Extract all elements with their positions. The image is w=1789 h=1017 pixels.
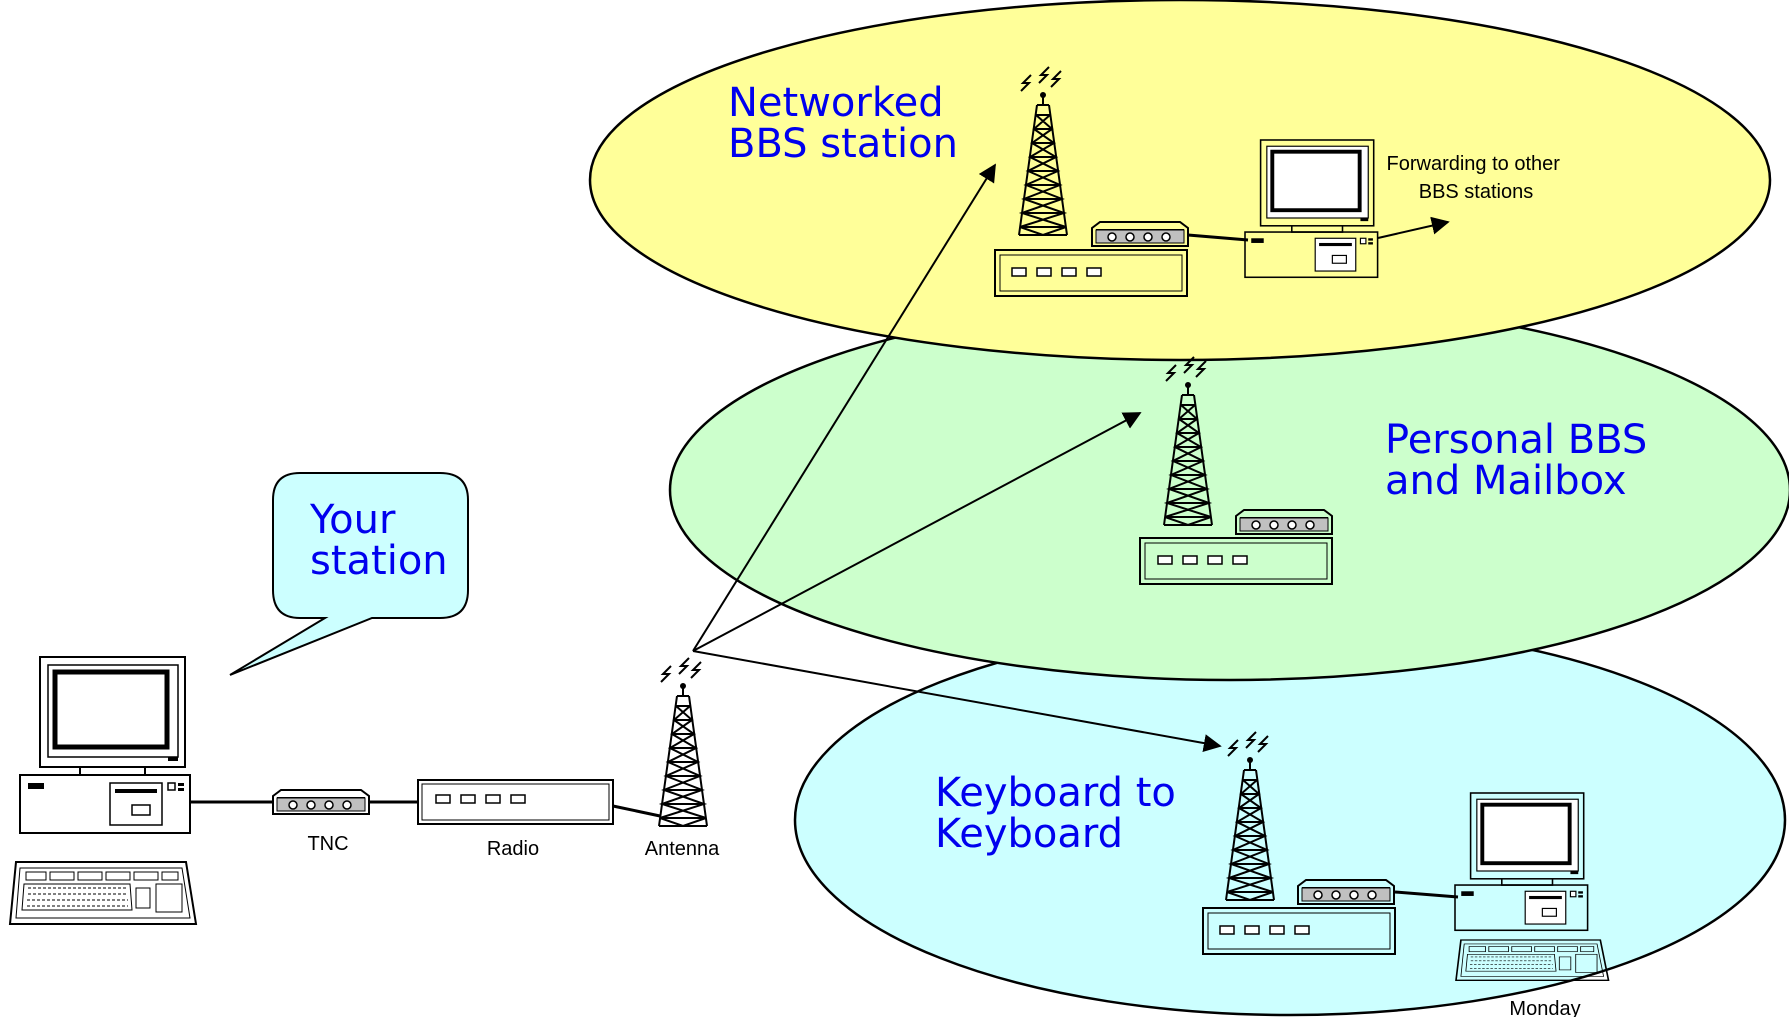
forwarding-line1: Forwarding to other — [1387, 153, 1561, 175]
networked-zone — [588, 0, 1772, 362]
your-antenna-icon — [658, 657, 708, 827]
your-station-title: Your station — [309, 497, 448, 584]
networked-title: Networked BBS station — [728, 80, 958, 167]
networked-title-line1: Networked — [728, 80, 944, 126]
your-radio-icon — [417, 779, 614, 825]
link-to-personal — [692, 412, 1142, 652]
your-tnc-icon — [272, 789, 370, 815]
your-station-callout — [229, 472, 469, 676]
personal-title-line2: and Mailbox — [1385, 458, 1627, 504]
forwarding-label: Forwarding to other BBS stations — [1387, 153, 1566, 203]
antenna-label: Antenna — [645, 838, 720, 860]
radio-label: Radio — [487, 838, 539, 860]
monday-label: Monday — [1509, 998, 1580, 1017]
forwarding-line2: BBS stations — [1419, 181, 1534, 203]
personal-title: Personal BBS and Mailbox — [1385, 417, 1660, 504]
networked-radio-icon — [994, 249, 1188, 297]
networked-title-line2: BBS station — [728, 121, 958, 167]
your-station-line2: station — [310, 538, 448, 584]
personal-title-line1: Personal BBS — [1385, 417, 1647, 463]
keyboard-title: Keyboard to Keyboard — [935, 770, 1189, 857]
keyboard-radio-icon — [1202, 907, 1396, 955]
keyboard-title-line2: Keyboard — [935, 811, 1123, 857]
your-station-line1: Your — [309, 497, 396, 543]
your-keyboard-icon — [9, 861, 197, 925]
tnc-label: TNC — [307, 833, 348, 855]
keyboard-title-line1: Keyboard to — [935, 770, 1176, 816]
link-to-networked — [692, 163, 996, 652]
link-to-keyboard — [692, 650, 1222, 752]
personal-radio-icon — [1139, 537, 1333, 585]
your-computer-icon — [20, 657, 190, 833]
